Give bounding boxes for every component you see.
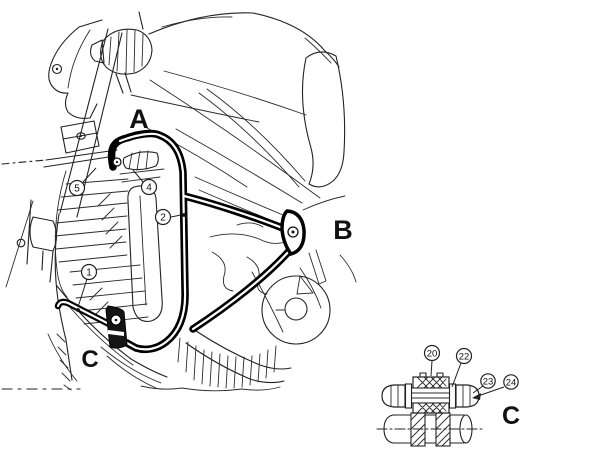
acorn-nut-right — [455, 384, 480, 408]
intake-bracket — [122, 151, 159, 171]
callout-22-circle — [455, 347, 473, 365]
fork-collar-bolt — [76, 132, 86, 140]
callout-1-circle — [80, 263, 98, 281]
intake-bracket-hatching — [128, 150, 149, 171]
clamp-block-knurl-bottom — [416, 401, 447, 414]
section-labels: A B C C — [81, 104, 520, 430]
clutch-cover-outer — [261, 275, 331, 345]
cylinder-head-curves — [209, 222, 286, 295]
guard-main-hoop-highlight — [118, 132, 187, 351]
washer-right — [448, 383, 457, 409]
callout-1-leader — [77, 278, 88, 308]
callout-20-number: 20 — [427, 348, 438, 359]
clamp-block-tabs — [419, 372, 444, 378]
clamp-leg-left-hatching — [410, 412, 426, 447]
engine-guard — [54, 129, 306, 354]
headlight-bracket-inner — [67, 29, 91, 89]
callout-23-number: 23 — [483, 376, 494, 387]
bracket-bolt-center — [55, 67, 59, 71]
callout-4-circle — [140, 178, 158, 196]
callout-24-number: 24 — [506, 377, 517, 388]
guard-upper-brace-highlight — [182, 194, 287, 231]
callout-20-leader — [430, 360, 433, 377]
fender-bracket — [29, 216, 58, 283]
fork-collar-bolt-center — [80, 135, 82, 137]
bracket-bolt — [51, 63, 63, 75]
tank-front-edge — [198, 88, 306, 188]
fork-slider — [26, 199, 73, 381]
clutch-cover-inner — [284, 297, 308, 321]
mount-a-bolt-center — [115, 160, 119, 164]
acorn-nut-right-flats — [462, 385, 471, 407]
guard-lower-brace-highlight — [191, 248, 292, 331]
engine-left-edge — [54, 170, 68, 298]
callout-20-circle — [423, 344, 441, 362]
hose-dashed — [1, 159, 47, 165]
cooling-fins-lower — [69, 264, 149, 325]
callout-23-circle — [480, 373, 496, 389]
clamp-c-bolt-center — [114, 318, 118, 322]
washer-left — [404, 383, 413, 409]
tank-top-sketch — [161, 16, 332, 64]
hose-lines — [43, 149, 118, 168]
turn-signal-stem — [115, 11, 144, 94]
through-bolt-lines — [409, 392, 452, 399]
callout-1-number: 1 — [86, 268, 92, 279]
callout-24-circle — [503, 374, 519, 390]
callout-22-leader — [451, 362, 462, 388]
clamp-block-knurl-top — [416, 376, 447, 389]
through-bolt — [407, 387, 454, 404]
exhaust-hatching — [177, 337, 277, 389]
callout-5-leader — [82, 167, 97, 183]
callout-2-circle — [154, 208, 172, 226]
callout-24-arrowhead — [472, 393, 481, 400]
callout-4-leader — [132, 169, 144, 183]
callout-4-number: 4 — [146, 183, 152, 194]
callout-2-leader — [170, 214, 182, 218]
callout-5-number: 5 — [74, 184, 80, 195]
tire-arcs — [47, 333, 162, 389]
crankcase-curves — [251, 254, 357, 333]
turn-signal-mount — [89, 39, 105, 64]
side-cover-indent — [301, 51, 346, 188]
clamp-c-body — [105, 305, 128, 349]
cylinder-capsule — [127, 185, 163, 322]
cooling-fins-upper — [54, 178, 129, 263]
guard-front-bar-highlight — [56, 300, 111, 326]
callout-1-dot — [76, 308, 80, 312]
callout-5-circle — [68, 179, 86, 197]
callout-22-number: 22 — [459, 351, 470, 362]
clamp-c-slit — [108, 330, 124, 336]
callouts-main: 1 2 4 5 — [68, 167, 186, 312]
acorn-nut-left — [381, 384, 406, 408]
callout-2-number: 2 — [160, 213, 166, 224]
callouts-detail: 20 22 23 24 — [423, 344, 519, 400]
cylinder-capsule-inner — [139, 195, 147, 306]
acorn-nut-left-flats — [390, 385, 399, 407]
engine-hanger — [296, 249, 327, 295]
fin-ticks — [89, 193, 123, 315]
label-c-main: C — [81, 346, 98, 373]
exhaust-bottom-edge — [140, 385, 281, 392]
label-b: B — [333, 215, 353, 245]
callout-2-dot — [182, 213, 186, 217]
clamp-leg-right-hatching — [435, 412, 451, 447]
tank-top-outline — [148, 12, 340, 68]
callout-23-leader — [472, 385, 484, 394]
turn-signal-body — [100, 28, 153, 75]
label-c-detail: C — [502, 402, 520, 430]
brake-line — [5, 200, 34, 288]
label-a: A — [129, 104, 149, 134]
headlight-bracket — [48, 19, 103, 119]
motorcycle-line-art — [1, 11, 357, 392]
tank-sweep-lines — [149, 79, 321, 204]
mount-b-bolt-center — [291, 230, 295, 234]
detail-view-c — [376, 372, 484, 447]
